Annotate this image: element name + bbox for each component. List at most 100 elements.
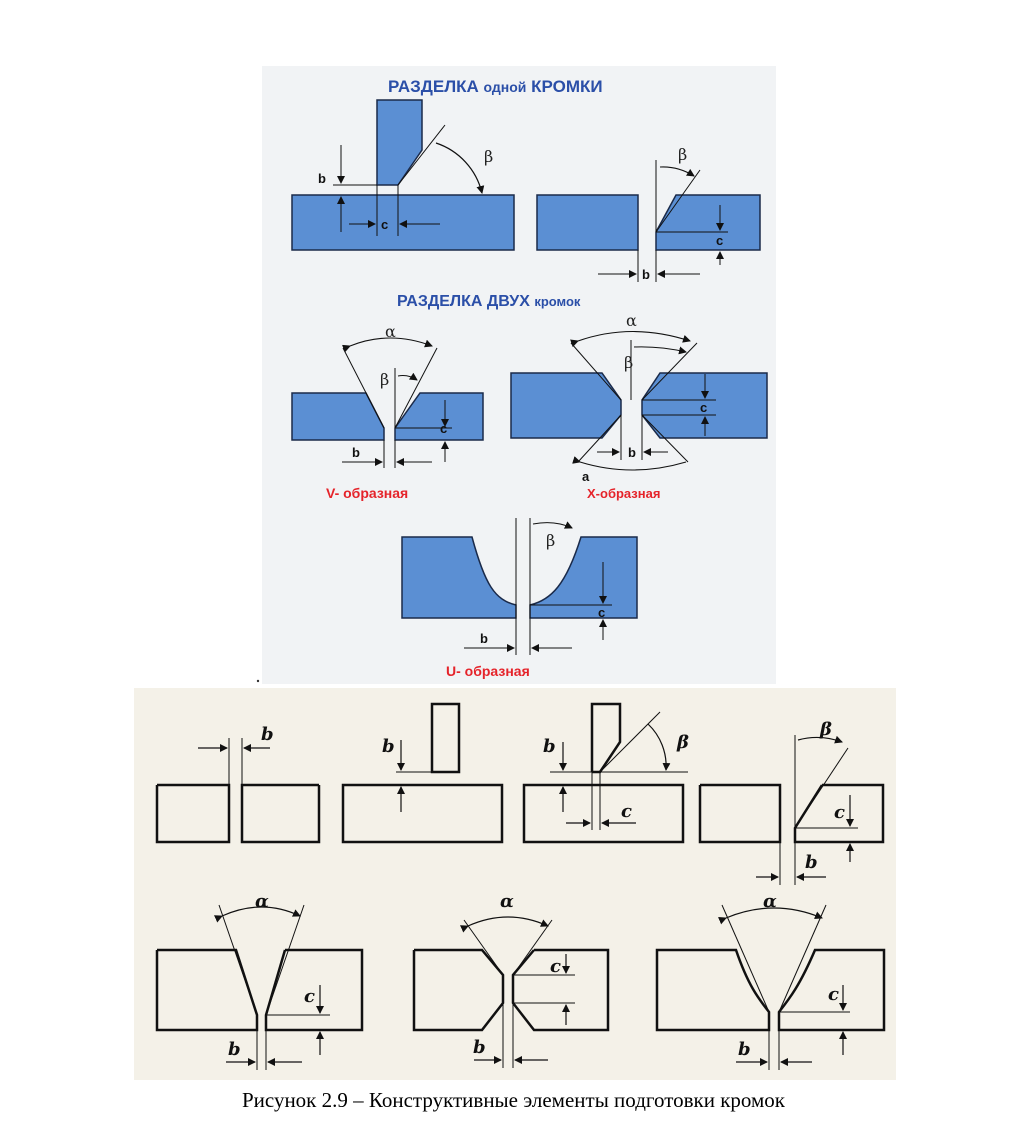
tb-bevel-ext [599,711,661,773]
dv-alpha-arc [213,906,301,923]
bevel-extension-line [397,124,446,186]
c-label-2: c [716,233,723,248]
v-alpha-ref-right [394,347,438,429]
title-double-edge: РАЗДЕЛКА ДВУХ кромок [397,293,581,310]
x-alpha-label: α [626,311,637,330]
sq-right-plate [240,783,321,844]
x-c-label: c [700,400,707,415]
x-a-ref-right [641,414,689,463]
dx-alpha-arc [459,916,549,933]
dx-b-label: b [473,1037,486,1058]
sq-b-label: b [261,724,274,745]
u-beta-arc [532,521,573,529]
v-beta-label: β [380,370,389,389]
square-butt-drawing [155,738,321,844]
sq-left-plate [155,783,231,844]
x-alpha-ref-right [641,342,698,401]
tjoint-bevel-drawing [522,702,688,844]
x-a-label: a [582,469,590,484]
dv-alpha-ref-left [218,904,258,1016]
tb-vertical-plate [590,702,622,774]
figure-caption: Рисунок 2.9 – Конструктивные элементы по… [241,1088,785,1112]
c-label: c [381,217,388,232]
x-a-ref-left [577,414,622,463]
dv-alpha-label: α [255,891,269,912]
tb-c-label: c [621,801,632,822]
base-plate [291,194,515,251]
top-panel: РАЗДЕЛКА одной КРОМКИ β b c [262,66,776,684]
v-groove-diagram: α β c b V- образная [291,322,484,501]
x-alpha-arc [570,331,691,348]
dv-b-label: b [228,1039,241,1060]
v-beta-arc [397,372,418,381]
dv-right-plate [264,948,364,1032]
tjoint-bevel-diagram: β b c [291,99,515,251]
b-label-2: b [642,267,650,282]
tj-b-label: b [382,736,395,757]
v-left-plate [291,392,385,441]
du-alpha-arc [718,907,823,925]
dx-alpha-label: α [500,891,514,912]
v-alpha-arc [342,337,433,353]
butt-single-bevel-diagram: β c b [536,145,761,282]
bb-beta-bevel [794,747,849,829]
tj-base-plate [341,783,504,844]
beta-label-2: β [678,145,687,164]
u-b-label: b [480,631,488,646]
u-groove-diagram: β c b U- образная [401,518,638,679]
v-alpha-label: α [385,322,396,341]
u-groove-drawing [655,904,886,1070]
u-right-plate [529,536,638,619]
right-plate-beveled [655,194,761,251]
tj-vertical-plate [430,702,461,774]
butt-bevel-drawing [698,735,885,885]
b-label: b [318,171,326,186]
v-c-label: c [440,421,447,436]
x-beta-label: β [624,353,633,372]
x-groove-diagram: α β c b a X-образная [510,311,768,501]
bb-b-label: b [805,852,818,873]
tjoint-square-drawing [341,702,504,844]
beta-arc [435,142,485,194]
du-c-label: c [828,984,839,1005]
tb-base-plate [522,783,685,844]
left-plate [536,194,639,251]
vertical-plate [376,99,423,186]
tb-beta-arc [647,723,671,771]
tb-beta-label: β [676,732,689,753]
beta-label: β [484,147,493,166]
x-b-label: b [628,445,636,460]
x-a-arc [572,456,687,471]
title-single-edge: РАЗДЕЛКА одной КРОМКИ [388,77,603,96]
dv-c-label: c [304,986,315,1007]
u-beta-label: β [546,531,555,550]
tb-b-label: b [543,736,556,757]
v-shape-label: V- образная [326,485,408,501]
x-left-plate [510,372,622,439]
dv-left-plate [155,948,259,1032]
v-alpha-ref-left [342,347,385,429]
v-groove-drawing [155,904,364,1070]
drawing-background [134,688,896,1080]
x-beta-arc [633,346,687,355]
du-b-label: b [738,1039,751,1060]
bottom-drawing: b b b β c [134,688,896,1080]
bb-beta-label: β [819,719,832,740]
stray-dot [256,679,260,683]
bb-c-label: c [834,802,845,823]
du-alpha-label: α [763,891,777,912]
du-right-plate [777,948,886,1032]
bb-beta-arc [797,735,843,744]
beta-arc-2 [659,166,695,177]
u-c-label: c [598,605,605,620]
v-b-label: b [352,445,360,460]
x-groove-drawing [412,916,610,1068]
x-shape-label: X-образная [587,486,660,501]
u-shape-label: U- образная [446,663,530,679]
dx-c-label: c [550,956,561,977]
du-left-plate [655,948,771,1032]
dv-alpha-ref-right [265,904,305,1016]
x-alpha-ref-left [570,342,622,401]
